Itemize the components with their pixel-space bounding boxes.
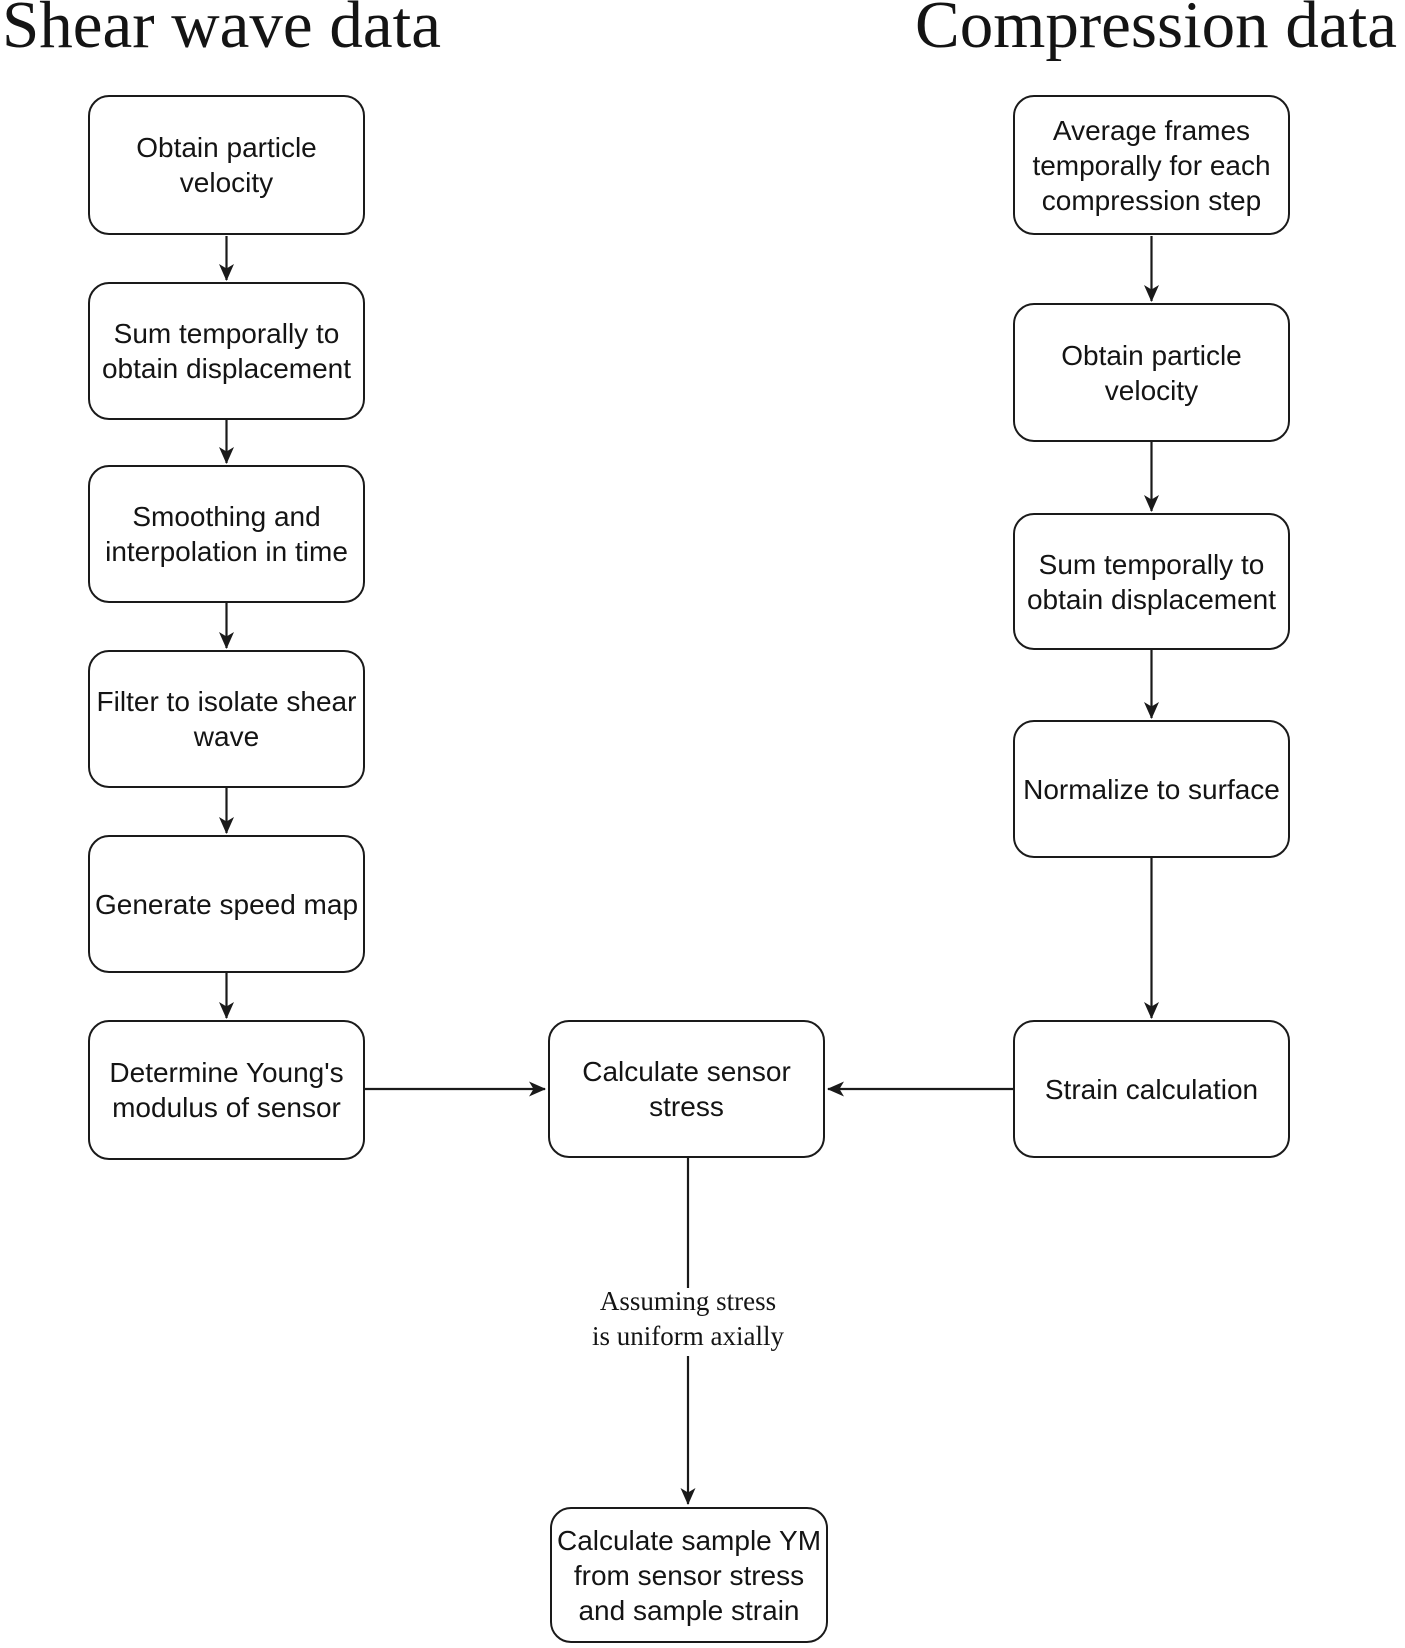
node-calculate-sample-ym: Calculate sample YM from sensor stress a… — [550, 1507, 828, 1643]
node-comp-sum-temporally: Sum temporally to obtain displacement — [1013, 513, 1290, 650]
node-shear-obtain-particle-velocity: Obtain particle velocity — [88, 95, 365, 235]
shear-column-title: Shear wave data — [2, 0, 442, 62]
node-comp-obtain-particle-velocity: Obtain particle velocity — [1013, 303, 1290, 442]
node-comp-average-frames: Average frames temporally for each compr… — [1013, 95, 1290, 235]
node-shear-generate-speed-map: Generate speed map — [88, 835, 365, 973]
node-shear-filter-isolate-wave: Filter to isolate shear wave — [88, 650, 365, 788]
node-shear-determine-ym-sensor: Determine Young's modulus of sensor — [88, 1020, 365, 1160]
node-comp-strain-calculation: Strain calculation — [1013, 1020, 1290, 1158]
node-comp-normalize-to-surface: Normalize to surface — [1013, 720, 1290, 858]
compression-column-title: Compression data — [915, 0, 1397, 62]
node-shear-sum-temporally: Sum temporally to obtain displacement — [88, 282, 365, 420]
node-shear-smoothing-interpolation: Smoothing and interpolation in time — [88, 465, 365, 603]
node-calculate-sensor-stress: Calculate sensor stress — [548, 1020, 825, 1158]
edge-label-assuming-stress: Assuming stress is uniform axially — [592, 1286, 784, 1351]
